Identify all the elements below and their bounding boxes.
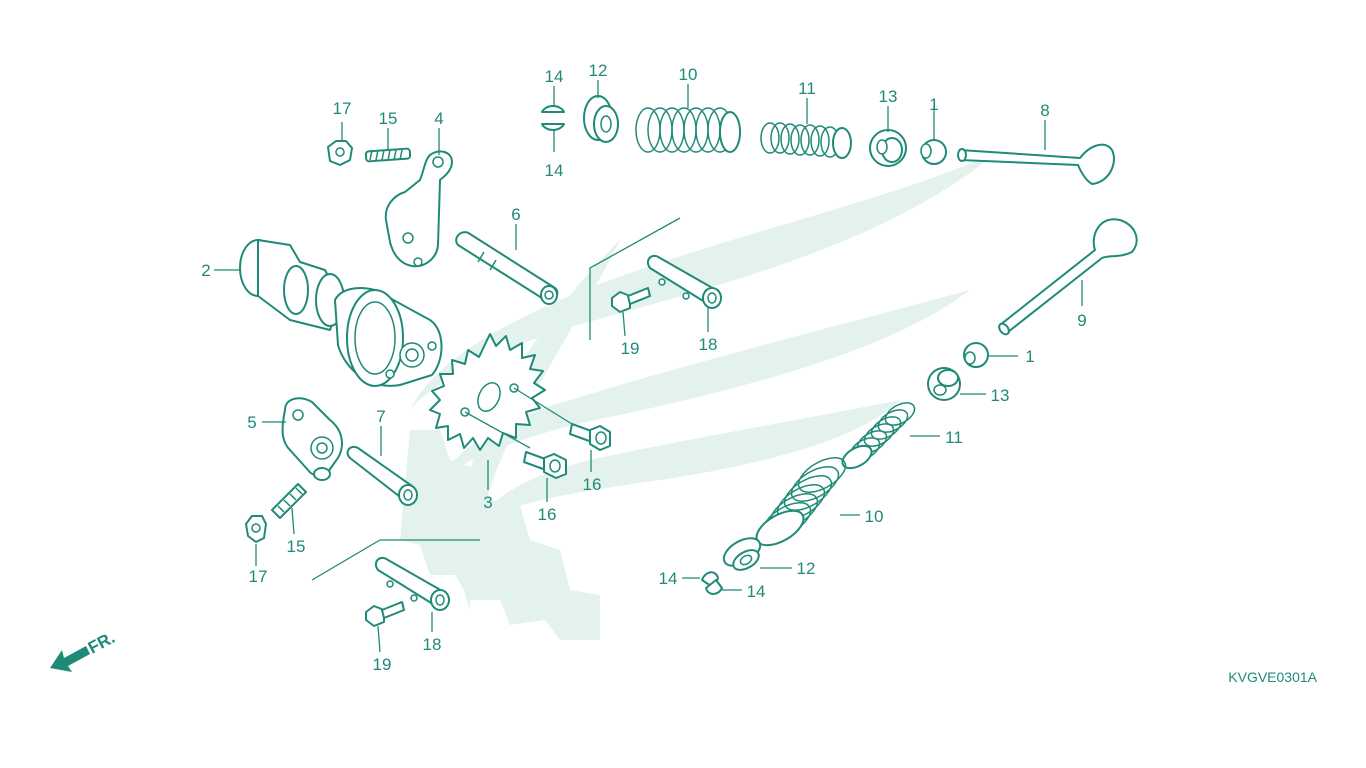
label-16-left: 16 (538, 505, 557, 524)
spring-10-top[interactable] (635, 107, 741, 153)
nut-17-bottom[interactable] (245, 515, 267, 543)
label-18-upper: 18 (699, 335, 718, 354)
label-14-right-left: 14 (659, 569, 678, 588)
rocker-arm-4[interactable] (384, 150, 453, 268)
label-1-top: 1 (929, 95, 938, 114)
cap-1-right[interactable] (963, 342, 989, 368)
bolt-16-right[interactable] (569, 423, 611, 451)
spring-10-right[interactable] (751, 451, 851, 553)
label-8: 8 (1040, 101, 1049, 120)
retainer-12-right[interactable] (719, 532, 765, 573)
valve-seal-13-top[interactable] (869, 129, 907, 167)
label-12-right: 12 (797, 559, 816, 578)
valve-8[interactable] (957, 143, 1115, 185)
nut-17-top[interactable] (327, 140, 353, 166)
adjusting-screw-15-top[interactable] (364, 147, 412, 163)
label-19-lower: 19 (373, 655, 392, 674)
front-label: FR. (85, 628, 118, 658)
valve-9[interactable] (997, 218, 1138, 336)
cotter-14-top[interactable] (541, 105, 565, 131)
label-3: 3 (483, 493, 492, 512)
shaft-18-lower[interactable] (374, 556, 450, 611)
label-5: 5 (247, 413, 256, 432)
label-17-top: 17 (333, 99, 352, 118)
rocker-arm-5[interactable] (281, 397, 343, 481)
rocker-shaft-7[interactable] (346, 446, 418, 506)
label-11-right: 11 (945, 428, 963, 447)
shaft-18-upper[interactable] (646, 254, 722, 309)
label-17-bottom: 17 (249, 567, 268, 586)
cam-sprocket-3[interactable] (429, 333, 546, 451)
retainer-12-top[interactable] (583, 95, 619, 143)
label-1-right: 1 (1025, 347, 1034, 366)
diagram-code: KVGVE0301A (1228, 669, 1317, 685)
label-2: 2 (201, 261, 210, 280)
label-10-top: 10 (679, 65, 698, 84)
label-4: 4 (434, 109, 443, 128)
spring-11-right[interactable] (839, 398, 919, 473)
label-14-top-lower: 14 (545, 161, 564, 180)
bolt-19-upper[interactable] (611, 287, 651, 313)
rocker-shaft-6[interactable] (455, 231, 559, 305)
label-18-lower: 18 (423, 635, 442, 654)
head-outline-lower (311, 539, 480, 581)
adjusting-screw-15-bottom[interactable] (271, 483, 307, 519)
bolt-19-lower[interactable] (365, 601, 405, 627)
cap-1-top[interactable] (920, 139, 947, 165)
label-16-right: 16 (583, 475, 602, 494)
valve-seal-13-right[interactable] (927, 367, 961, 401)
label-13-right: 13 (991, 386, 1010, 405)
label-15-top: 15 (379, 109, 398, 128)
cotter-14-right[interactable] (701, 571, 723, 595)
spring-11-top[interactable] (760, 122, 852, 159)
bolt-16-left[interactable] (523, 451, 567, 479)
camshaft-2[interactable] (239, 239, 443, 387)
front-direction-arrow-icon: FR. (50, 628, 118, 672)
label-13-top: 13 (879, 87, 898, 106)
label-9: 9 (1077, 311, 1086, 330)
label-11-top: 11 (798, 79, 816, 98)
label-15-bottom: 15 (287, 537, 306, 556)
label-14-right-right: 14 (747, 582, 766, 601)
label-19-upper: 19 (621, 339, 640, 358)
head-outline-upper (589, 217, 681, 340)
label-14-top-upper: 14 (545, 67, 564, 86)
label-10-right: 10 (865, 507, 884, 526)
label-7: 7 (376, 407, 385, 426)
label-6: 6 (511, 205, 520, 224)
leader-lines (214, 80, 1083, 653)
label-12-top: 12 (589, 61, 608, 80)
